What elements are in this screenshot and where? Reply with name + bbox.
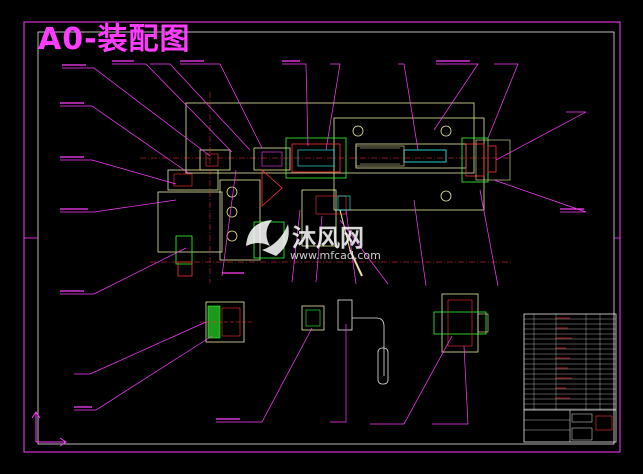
section-view-1 (200, 301, 252, 343)
handle-detail (337, 299, 389, 385)
section-view-3 (433, 293, 489, 353)
balloon-labels (60, 60, 584, 420)
watermark-url: www.mfcad.com (290, 249, 381, 262)
section-view-2 (301, 305, 325, 331)
title-block (523, 313, 617, 443)
outer-frame (23, 21, 621, 453)
balloon-leaders (60, 63, 587, 425)
watermark-logo (246, 220, 289, 256)
main-assembly-view (140, 92, 512, 283)
ucs-axis-icon (31, 411, 67, 447)
drawing-title: A0-装配图 (38, 22, 191, 57)
watermark-text: 沐风网 (292, 224, 364, 252)
